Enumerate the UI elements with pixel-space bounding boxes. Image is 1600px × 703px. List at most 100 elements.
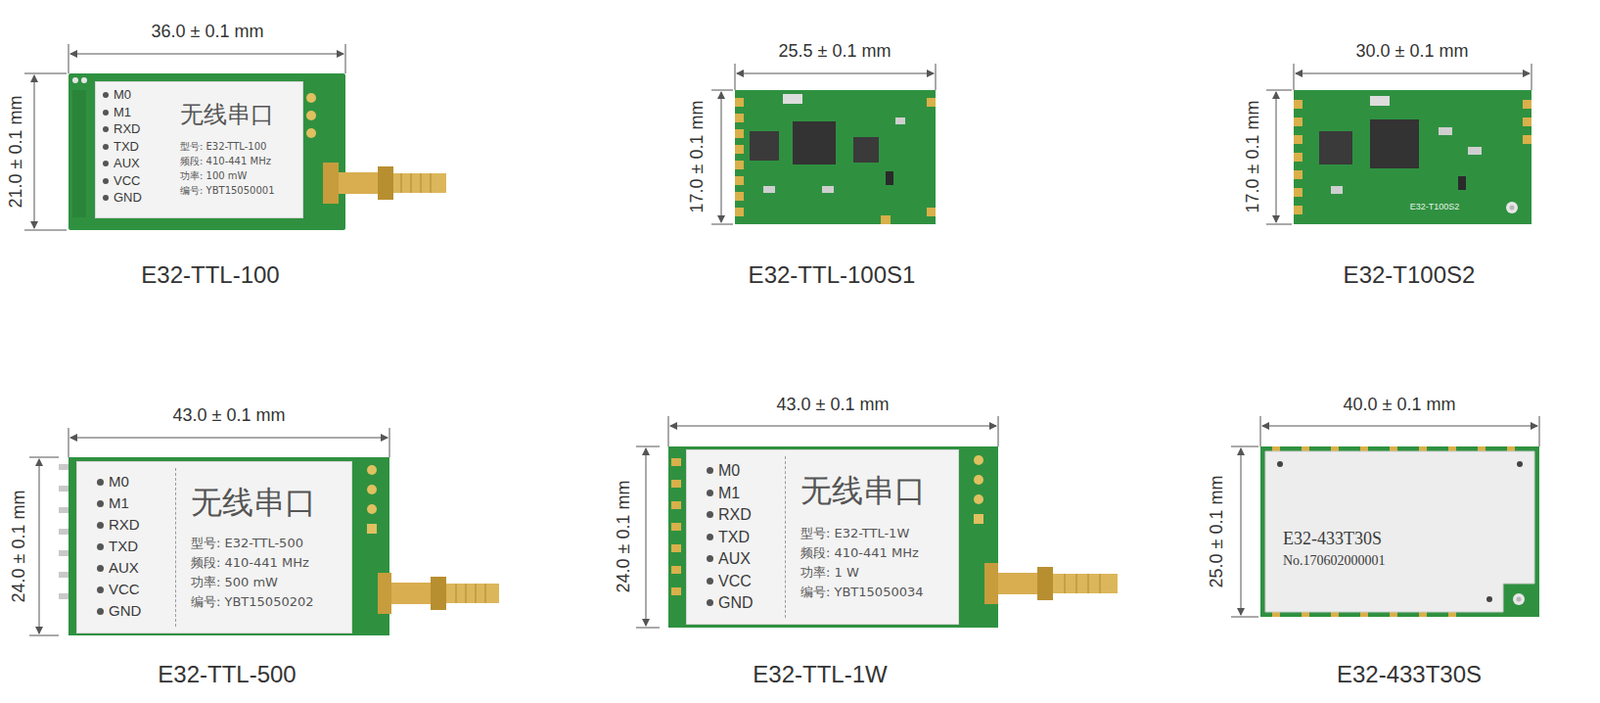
sma-base bbox=[322, 162, 339, 204]
pcb-board bbox=[68, 457, 390, 636]
chip bbox=[1370, 119, 1419, 169]
pin-dot bbox=[96, 586, 104, 594]
spec-line: 型号: E32-TTL-500 bbox=[190, 536, 304, 550]
spec-line: 编号: YBT15050001 bbox=[180, 184, 275, 196]
pin-dot bbox=[102, 194, 109, 201]
pin-name: M1 bbox=[113, 105, 132, 120]
extension-line bbox=[1231, 446, 1259, 448]
dimension-line bbox=[670, 425, 997, 427]
pin-dot bbox=[96, 607, 104, 615]
extension-line bbox=[1260, 415, 1262, 447]
ufl-connector bbox=[1512, 593, 1525, 605]
header-hole bbox=[306, 128, 317, 138]
extension-line bbox=[711, 224, 733, 226]
smd-part bbox=[1330, 185, 1343, 194]
spec-line: 型号: E32-TTL-100 bbox=[180, 140, 267, 152]
pin-dot bbox=[96, 543, 104, 550]
chip bbox=[853, 137, 879, 163]
pad bbox=[671, 479, 682, 488]
pin-name: VCC bbox=[113, 174, 140, 188]
spec-line: 编号: YBT15050202 bbox=[190, 594, 314, 609]
sma-body bbox=[338, 172, 378, 194]
pin-name: M0 bbox=[718, 461, 740, 480]
connector bbox=[1370, 95, 1390, 106]
pin-name: RXD bbox=[108, 516, 140, 534]
pin-dot bbox=[706, 489, 714, 497]
module-label-sticker: M0M1RXDTXDAUXVCCGND无线串口型号: E32-TTL-500频段… bbox=[76, 460, 353, 634]
model-name: E32-TTL-100S1 bbox=[748, 262, 916, 288]
sticker-divider bbox=[784, 456, 786, 618]
thread-line bbox=[420, 173, 422, 193]
dimension-label: 25.0 ± 0.1 mm bbox=[1207, 475, 1228, 589]
module-label-sticker: M0M1RXDTXDAUXVCCGND无线串口型号: E32-TTL-100频段… bbox=[94, 81, 304, 219]
smd-part bbox=[1467, 146, 1482, 155]
sma-thread bbox=[393, 173, 447, 193]
pin-dot bbox=[96, 521, 104, 529]
module-ttl-1w bbox=[668, 446, 1118, 628]
extension-line bbox=[636, 446, 660, 448]
smd-part bbox=[895, 117, 906, 125]
dimension-line bbox=[70, 53, 344, 55]
dimension-lines bbox=[24, 44, 1540, 636]
dimension-line bbox=[736, 73, 934, 75]
dimension-label: 25.5 ± 0.1 mm bbox=[778, 42, 892, 62]
model-name: E32-T100S2 bbox=[1343, 262, 1476, 288]
dimension-line bbox=[1240, 448, 1242, 615]
dimension-line bbox=[34, 75, 36, 229]
spec-line: 功率: 1 W bbox=[800, 565, 860, 580]
thread-line bbox=[456, 583, 458, 603]
sticker-title: 无线串口 bbox=[180, 101, 275, 128]
dimension-line bbox=[721, 91, 723, 223]
extension-line bbox=[1293, 63, 1295, 91]
sma-base bbox=[984, 562, 999, 604]
pin-name: M1 bbox=[108, 495, 130, 512]
thread-line bbox=[475, 583, 477, 603]
pin-dot bbox=[706, 577, 714, 585]
extension-line bbox=[636, 627, 660, 629]
pad bbox=[1293, 135, 1303, 144]
pin-name: VCC bbox=[108, 581, 140, 598]
pad bbox=[1360, 611, 1369, 617]
via bbox=[72, 77, 79, 84]
ufl-center bbox=[1509, 205, 1515, 211]
pad bbox=[1448, 611, 1457, 617]
extension-line bbox=[1266, 90, 1292, 92]
extension-line bbox=[998, 415, 1000, 447]
extension-line bbox=[24, 229, 67, 231]
thread-line bbox=[401, 173, 403, 193]
pin-name: GND bbox=[113, 190, 142, 205]
sma-thread bbox=[446, 583, 500, 603]
spec-line: 型号: E32-TTL-1W bbox=[800, 526, 910, 541]
thread-lines bbox=[1064, 573, 1100, 594]
shield-dot bbox=[1516, 460, 1523, 467]
pad bbox=[734, 176, 744, 185]
pin-dot bbox=[102, 143, 109, 150]
pin-name: TXD bbox=[718, 528, 750, 547]
pad bbox=[1477, 446, 1486, 452]
header-hole bbox=[973, 455, 984, 465]
module-ttl-100s1 bbox=[734, 90, 936, 225]
extension-line bbox=[29, 635, 59, 637]
pin-name: AUX bbox=[718, 549, 751, 568]
dimension-line bbox=[1276, 91, 1278, 223]
smd-part bbox=[822, 185, 834, 193]
spec-line: 功率: 500 mW bbox=[190, 575, 278, 590]
pad bbox=[1418, 611, 1427, 617]
extension-line bbox=[734, 63, 736, 91]
pad bbox=[734, 207, 744, 217]
pad bbox=[1293, 99, 1303, 109]
pin-name: GND bbox=[718, 594, 754, 612]
pad bbox=[1522, 117, 1532, 127]
dimension-label: 36.0 ± 0.1 mm bbox=[151, 22, 265, 43]
pad bbox=[671, 544, 682, 552]
pad bbox=[1293, 152, 1303, 162]
model-name: E32-TTL-500 bbox=[157, 661, 296, 687]
chip bbox=[749, 131, 779, 161]
model-marking: E32-433T30S bbox=[1282, 529, 1382, 549]
pad bbox=[1330, 446, 1339, 452]
header-hole bbox=[973, 494, 984, 504]
pad bbox=[1301, 446, 1310, 452]
pcb-board bbox=[68, 73, 346, 230]
pin-name: AUX bbox=[108, 559, 139, 577]
chip bbox=[792, 121, 836, 165]
